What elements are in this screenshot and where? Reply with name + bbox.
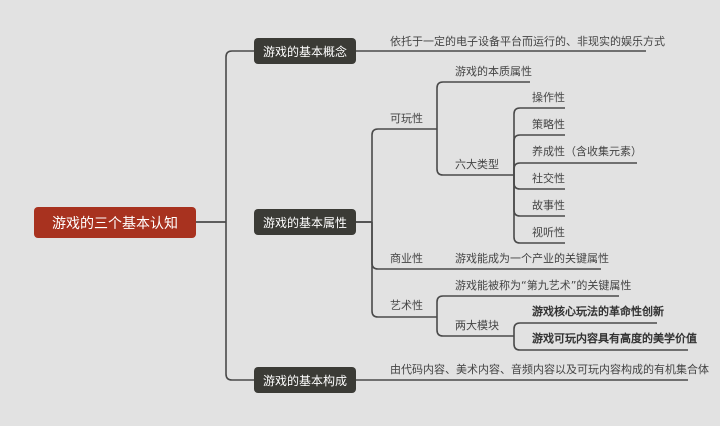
connector <box>436 129 514 176</box>
node-playability[interactable]: 可玩性 <box>390 112 423 125</box>
node-art[interactable]: 艺术性 <box>390 299 423 312</box>
node-six-types[interactable]: 六大类型 <box>455 158 499 171</box>
type-item[interactable]: 策略性 <box>532 118 565 131</box>
composition-desc[interactable]: 由代码内容、美术内容、音频内容以及可玩内容构成的有机集合体 <box>390 363 709 376</box>
node-basic-attributes[interactable]: 游戏的基本属性 <box>254 209 356 235</box>
node-two-modules[interactable]: 两大模块 <box>455 319 499 332</box>
connector <box>356 221 437 318</box>
type-item[interactable]: 视听性 <box>532 226 565 239</box>
connector <box>436 81 530 129</box>
connector <box>436 317 514 337</box>
concept-desc[interactable]: 依托于一定的电子设备平台而运行的、非现实的娱乐方式 <box>390 35 665 48</box>
type-item[interactable]: 操作性 <box>532 91 565 104</box>
type-item[interactable]: 故事性 <box>532 199 565 212</box>
module-item[interactable]: 游戏可玩内容具有高度的美学价值 <box>532 332 697 345</box>
node-basic-composition[interactable]: 游戏的基本构成 <box>254 367 356 393</box>
connector <box>513 322 657 336</box>
node-commercial[interactable]: 商业性 <box>390 252 423 265</box>
connector <box>196 221 254 381</box>
type-item[interactable]: 养成性（含收集元素） <box>532 145 642 158</box>
node-essence[interactable]: 游戏的本质属性 <box>455 65 532 78</box>
art-desc[interactable]: 游戏能被称为“第九艺术”的关键属性 <box>455 279 632 292</box>
node-basic-concept[interactable]: 游戏的基本概念 <box>254 38 356 64</box>
connector <box>513 134 565 175</box>
type-item[interactable]: 社交性 <box>532 172 565 185</box>
connector <box>513 162 637 175</box>
commercial-desc[interactable]: 游戏能成为一个产业的关键属性 <box>455 252 609 265</box>
module-item[interactable]: 游戏核心玩法的革命性创新 <box>532 305 664 318</box>
connector <box>513 336 688 351</box>
connector <box>513 107 565 175</box>
connector <box>356 128 437 223</box>
connector <box>436 295 619 317</box>
connector <box>196 50 254 223</box>
root-node[interactable]: 游戏的三个基本认知 <box>34 207 196 238</box>
connector <box>513 175 565 244</box>
